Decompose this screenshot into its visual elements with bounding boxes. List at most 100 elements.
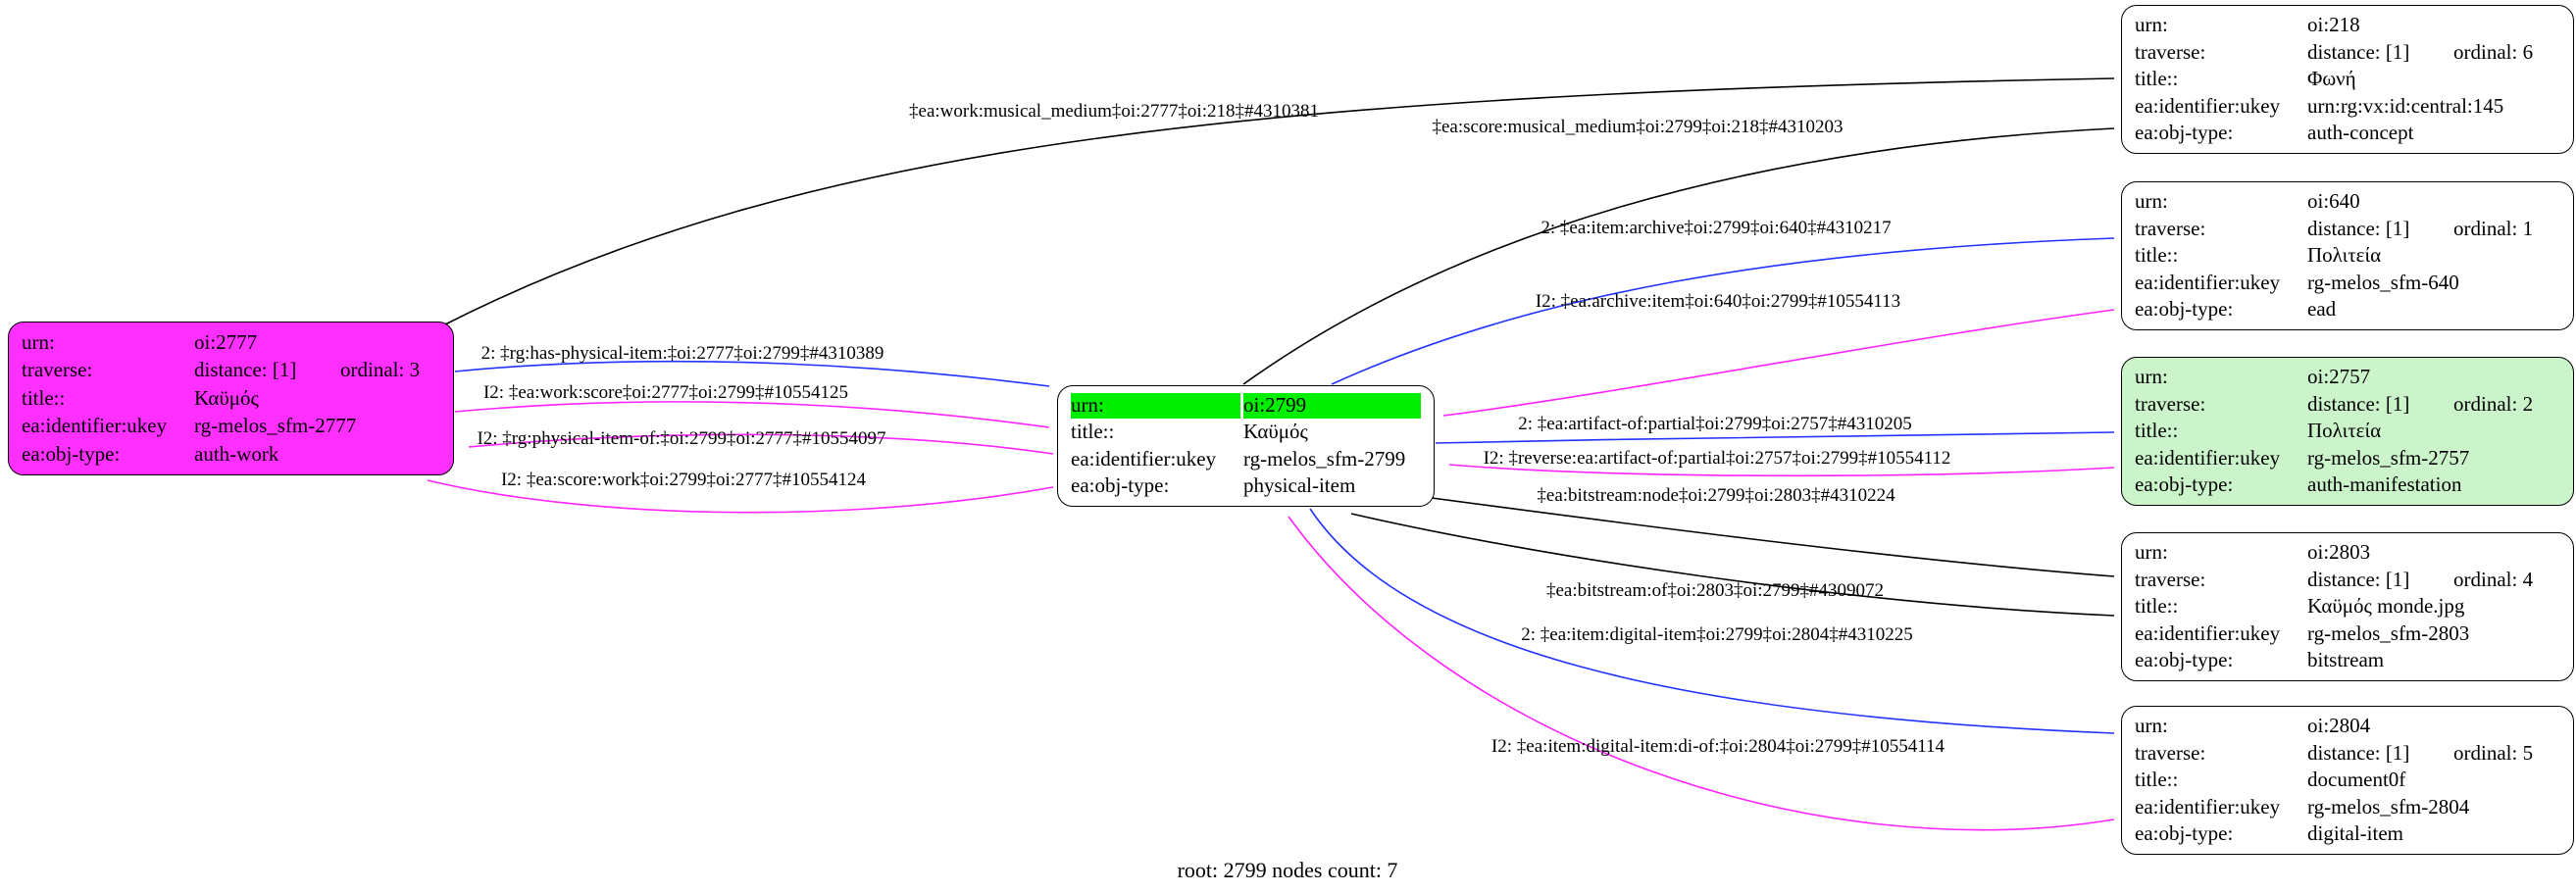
edge-artifact-of-partial bbox=[1435, 431, 2115, 444]
field-value: rg-melos_sfm-2803 bbox=[2307, 620, 2470, 645]
field-row: ea:obj-type:auth-manifestation bbox=[2122, 472, 2573, 498]
field-value: rg-melos_sfm-2777 bbox=[194, 414, 357, 438]
node-oi-2803[interactable]: urn:oi:2803 traverse:distance: [1]ordina… bbox=[2121, 532, 2574, 681]
field-key: traverse: bbox=[2135, 216, 2206, 240]
edge-reverse-artifact-of-partial bbox=[1448, 464, 2115, 477]
edge-label: I2: ‡ea:archive:item‡oi:640‡oi:2799‡#105… bbox=[1535, 291, 1901, 312]
field-row: traverse: distance: [1] ordinal: 1 bbox=[2122, 217, 2573, 242]
edge-label: I2: ‡ea:score:work‡oi:2799‡oi:2777‡#1055… bbox=[500, 470, 867, 490]
field-ordinal: ordinal: 5 bbox=[2453, 740, 2534, 765]
field-row: ea:obj-type: ead bbox=[2122, 297, 2573, 322]
field-row: urn:oi:2777 bbox=[9, 330, 453, 356]
field-value: Φωνή bbox=[2307, 67, 2356, 91]
field-key: urn: bbox=[22, 329, 55, 354]
field-value: Πολιτεία bbox=[2307, 243, 2382, 268]
edge-item-digital-item bbox=[1309, 508, 2115, 734]
field-value: oi:218 bbox=[2307, 12, 2360, 36]
field-value: urn:rg:vx:id:central:145 bbox=[2307, 93, 2504, 118]
field-ordinal: ordinal: 1 bbox=[2453, 216, 2534, 240]
field-key: ea:obj-type: bbox=[2135, 472, 2234, 497]
field-value: distance: [1] bbox=[2307, 39, 2410, 64]
node-oi-2799-root[interactable]: urn:oi:2799 title::Καϋμός ea:identifier:… bbox=[1057, 385, 1435, 507]
edge-label: 2: ‡ea:artifact-of:partial‡oi:2799‡oi:27… bbox=[1518, 414, 1912, 434]
field-row: title::Φωνή bbox=[2122, 67, 2573, 92]
field-key: ea:identifier:ukey bbox=[2135, 93, 2281, 118]
field-row-highlighted: urn:oi:2799 bbox=[1058, 392, 1434, 419]
field-key: traverse: bbox=[2135, 740, 2206, 765]
edge-digital-item-di-of bbox=[1288, 516, 2115, 831]
edge-label: ‡ea:bitstream:of‡oi:2803‡oi:2799‡#430907… bbox=[1545, 580, 1885, 601]
field-value: Καϋμός bbox=[1243, 420, 1308, 444]
field-key: title:: bbox=[2135, 768, 2179, 792]
edge-has-physical-item bbox=[454, 360, 1050, 387]
edge-bitstream-node bbox=[1431, 497, 2115, 577]
field-ordinal: ordinal: 3 bbox=[340, 358, 421, 382]
field-key: ea:obj-type: bbox=[2135, 121, 2234, 145]
field-value: auth-concept bbox=[2307, 121, 2414, 145]
edge-bitstream-of bbox=[1350, 513, 2115, 617]
field-ordinal: ordinal: 4 bbox=[2453, 567, 2534, 591]
field-value: rg-melos_sfm-2799 bbox=[1243, 446, 1406, 471]
field-row: ea:identifier:ukey rg-melos_sfm-2757 bbox=[2122, 446, 2573, 471]
field-key: ea:identifier:ukey bbox=[2135, 445, 2281, 470]
field-key: ea:identifier:ukey bbox=[1071, 446, 1217, 471]
edge-label: I2: ‡ea:work:score‡oi:2777‡oi:2799‡#1055… bbox=[482, 382, 849, 403]
field-key: urn: bbox=[2135, 713, 2168, 737]
node-oi-2777[interactable]: urn:oi:2777 traverse: distance: [1] ordina… bbox=[8, 322, 454, 475]
field-value: oi:2799 bbox=[1243, 392, 1421, 419]
field-key: urn: bbox=[2135, 12, 2168, 36]
field-key: urn: bbox=[2135, 188, 2168, 213]
edge-label: 2: ‡rg:has-physical-item:‡oi:2777‡oi:279… bbox=[480, 343, 884, 364]
field-row: title::document0f bbox=[2122, 768, 2573, 793]
field-row: urn:oi:640 bbox=[2122, 189, 2573, 215]
node-oi-2757[interactable]: urn:oi:2757 traverse:distance: [1]ordina… bbox=[2121, 357, 2574, 506]
field-key: ea:identifier:ukey bbox=[2135, 270, 2281, 294]
field-value: rg-melos_sfm-2804 bbox=[2307, 794, 2470, 819]
field-row: urn: oi:2804 bbox=[2122, 714, 2573, 739]
graph-caption: root: 2799 nodes count: 7 bbox=[1177, 858, 1398, 882]
field-key: traverse: bbox=[2135, 39, 2206, 64]
edge-label: ‡ea:work:musical_medium‡oi:2777‡oi:218‡#… bbox=[909, 101, 1319, 122]
field-value: distance: [1] bbox=[2307, 391, 2410, 416]
field-row: ea:identifier:ukey rg-melos_sfm-2799 bbox=[1058, 447, 1434, 472]
field-value: oi:2757 bbox=[2307, 364, 2371, 388]
field-value: rg-melos_sfm-2757 bbox=[2307, 445, 2470, 470]
field-row: title::Καϋμός monde.jpg bbox=[2122, 594, 2573, 620]
field-value: distance: [1] bbox=[194, 358, 297, 382]
field-key: traverse: bbox=[22, 358, 93, 382]
edge-label: I2: ‡rg:physical-item-of:‡oi:2799‡oi:277… bbox=[477, 428, 886, 449]
field-value: distance: [1] bbox=[2307, 216, 2410, 240]
field-key: ea:obj-type: bbox=[2135, 648, 2234, 672]
field-value: distance: [1] bbox=[2307, 740, 2410, 765]
field-key: urn: bbox=[2135, 539, 2168, 564]
edge-work-musical-medium bbox=[442, 77, 2115, 326]
edge-work-score bbox=[454, 401, 1050, 428]
edge-label: I2: ‡reverse:ea:artifact-of:partial‡oi:2… bbox=[1483, 448, 1951, 469]
field-row: ea:obj-type:digital-item bbox=[2122, 821, 2573, 847]
field-key: ea:identifier:ukey bbox=[2135, 794, 2281, 819]
edge-score-musical-medium bbox=[1242, 127, 2115, 385]
node-oi-218[interactable]: urn:oi:218 traverse:distance: [1]ordinal… bbox=[2121, 5, 2574, 154]
field-key: title:: bbox=[2135, 419, 2179, 443]
field-row: ea:obj-type:auth-work bbox=[9, 442, 453, 468]
field-key: title:: bbox=[22, 385, 66, 410]
edge-item-archive bbox=[1331, 237, 2115, 385]
field-value: oi:2803 bbox=[2307, 539, 2371, 564]
edge-label: ‡ea:bitstream:node‡oi:2799‡oi:2803‡#4310… bbox=[1537, 485, 1895, 506]
field-key: title:: bbox=[2135, 67, 2179, 91]
edge-label: 2: ‡ea:item:archive‡oi:2799‡oi:640‡#4310… bbox=[1541, 218, 1892, 238]
field-row: traverse:distance: [1]ordinal: 6 bbox=[2122, 40, 2573, 66]
field-value: rg-melos_sfm-640 bbox=[2307, 270, 2459, 294]
field-value: digital-item bbox=[2307, 821, 2403, 846]
edge-label: I2: ‡ea:item:digital-item:di-of:‡oi:2804… bbox=[1490, 736, 1945, 757]
field-key: ea:obj-type: bbox=[2135, 297, 2234, 322]
field-key: urn: bbox=[1071, 392, 1240, 419]
node-oi-640[interactable]: urn:oi:640 traverse: distance: [1] ordinal… bbox=[2121, 181, 2574, 330]
field-row: ea:identifier:ukey rg-melos_sfm-2804 bbox=[2122, 795, 2573, 820]
field-value: Καϋμός monde.jpg bbox=[2307, 594, 2465, 619]
field-value: oi:2804 bbox=[2307, 713, 2371, 737]
node-oi-2804[interactable]: urn: oi:2804 traverse: distance: [1] ordina… bbox=[2121, 706, 2574, 855]
field-value: ead bbox=[2307, 297, 2337, 322]
field-row: ea:identifier:ukey rg-melos_sfm-640 bbox=[2122, 271, 2573, 296]
